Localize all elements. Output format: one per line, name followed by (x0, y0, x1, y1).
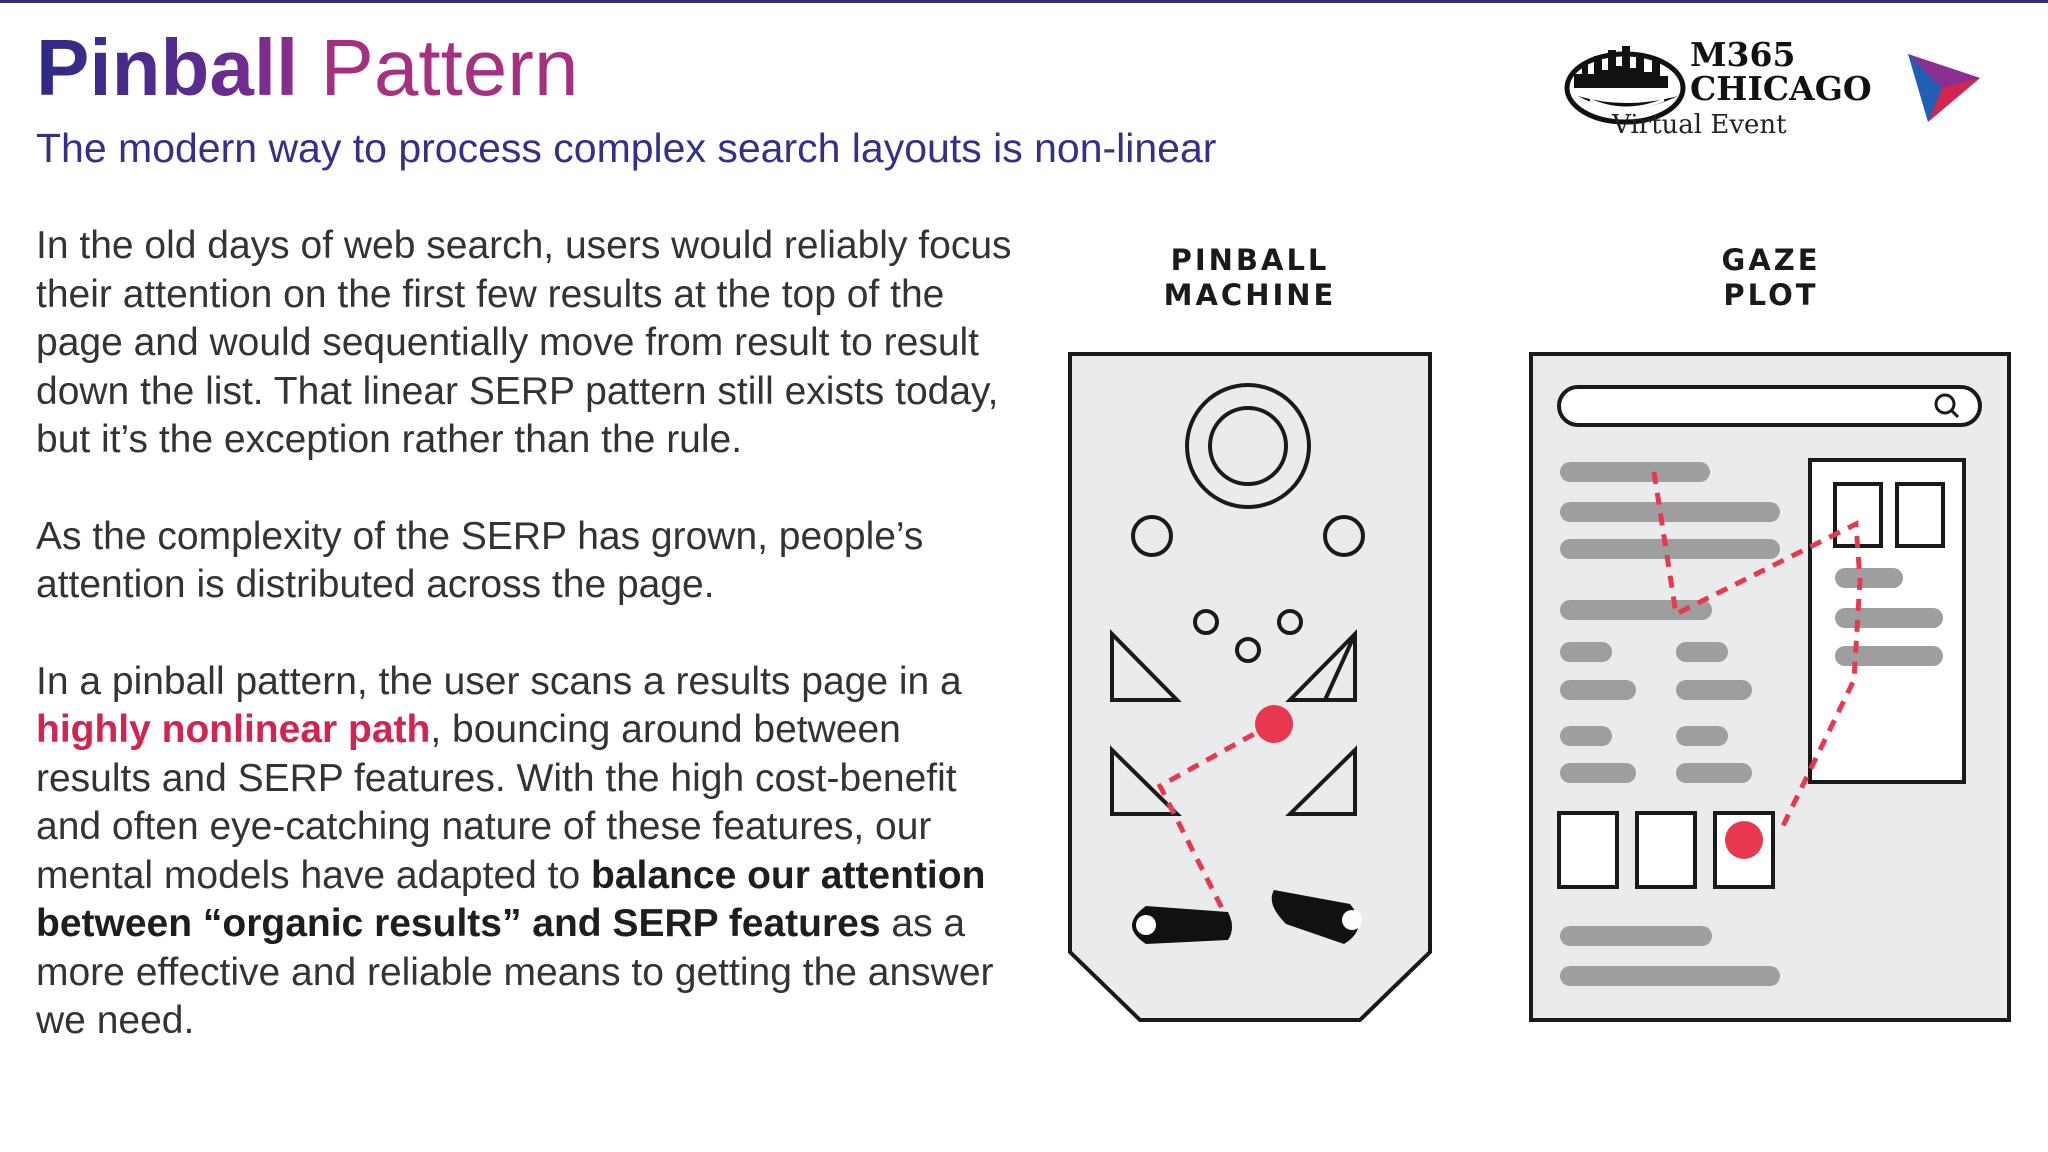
title-bold: Pinball (36, 23, 299, 112)
paragraph-3: In a pinball pattern, the user scans a r… (36, 658, 1016, 1046)
event-logo-subtitle: Virtual Event (1612, 110, 1787, 140)
label-pinball-line2: MACHINE (1163, 278, 1337, 312)
pinball-machine-diagram (1068, 352, 1432, 1022)
paragraph-3-part-a: In a pinball pattern, the user scans a r… (36, 659, 962, 703)
paragraph-2: As the complexity of the SERP has grown,… (36, 514, 924, 607)
body-text: In the old days of web search, users wou… (36, 222, 1016, 1094)
pinball-ball-icon (1255, 705, 1293, 743)
gaze-plot-diagram (1529, 352, 2011, 1022)
label-gaze-line1: GAZE (1721, 243, 1821, 277)
left-flipper-icon (1132, 906, 1232, 944)
bold-balance-attention: balance our attention between “organic r… (36, 853, 986, 946)
bumper-outer-icon (1185, 383, 1311, 509)
label-gaze-plot: GAZE PLOT (1621, 243, 1921, 313)
play-triangle-logo-icon (1908, 54, 1980, 122)
diagrams-illustration (1068, 352, 2011, 1022)
paragraph-1: In the old days of web search, users wou… (36, 224, 1012, 461)
search-bar (1557, 385, 1982, 427)
paragraph-3-part-c: as a more effective and reliable means t… (36, 902, 994, 1042)
label-gaze-line2: PLOT (1723, 278, 1819, 312)
event-logo-line1: M365 (1690, 35, 1796, 74)
slide-title: Pinball Pattern (36, 22, 578, 114)
right-flipper-icon (1271, 890, 1359, 944)
gaze-point-icon (1725, 821, 1763, 859)
top-rule (0, 0, 2048, 3)
result-bars (1560, 462, 1780, 986)
paragraph-3-part-b: , bouncing around between results and SE… (36, 708, 957, 897)
event-logo-line2: CHICAGO (1690, 69, 1872, 108)
bumper-inner-icon (1208, 406, 1288, 486)
search-icon (1934, 393, 1960, 419)
title-light: Pattern (320, 23, 579, 112)
highlight-nonlinear-path: highly nonlinear path (36, 708, 431, 751)
label-pinball-line1: PINBALL (1170, 243, 1330, 277)
chicago-skyline-logo-icon (1564, 46, 1686, 125)
event-logo-text: M365 CHICAGO (1690, 38, 1872, 106)
slide-subtitle: The modern way to process complex search… (36, 125, 1217, 171)
label-pinball-machine: PINBALL MACHINE (1100, 243, 1400, 313)
